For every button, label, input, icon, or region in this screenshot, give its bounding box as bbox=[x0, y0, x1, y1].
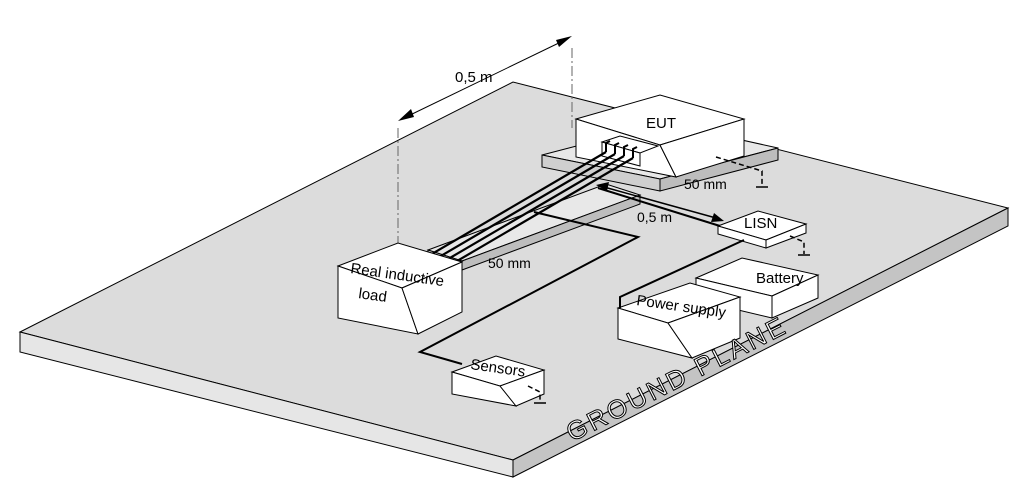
connector-pins bbox=[605, 140, 638, 158]
dimension-arrow-lisn bbox=[596, 182, 724, 222]
eut-box bbox=[574, 94, 746, 178]
lisn-label: LISN bbox=[744, 215, 777, 232]
dimension-arrow-top bbox=[398, 36, 572, 121]
power-cable bbox=[619, 239, 745, 308]
eut-label: EUT bbox=[646, 115, 676, 132]
battery-label: Battery bbox=[756, 270, 804, 287]
lisn-ground-connection bbox=[789, 235, 810, 256]
sensor-cable bbox=[417, 211, 641, 365]
lisn-distance-label: 0,5 m bbox=[637, 209, 672, 225]
dimension-label-top: 0,5 m bbox=[455, 69, 493, 86]
power-supply-box bbox=[616, 282, 742, 359]
lisn-eut-cable bbox=[597, 187, 721, 227]
cable-spacer-height-label: 50 mm bbox=[488, 255, 531, 271]
sensors-ground-connection bbox=[527, 385, 546, 404]
load-label-line2: load bbox=[357, 285, 387, 306]
lisn-box bbox=[716, 210, 808, 249]
eut-spacer-height-label: 50 mm bbox=[684, 176, 727, 192]
load-box bbox=[336, 242, 464, 335]
cable-harness bbox=[424, 151, 634, 265]
dimension-guides bbox=[397, 48, 573, 248]
sensors-box bbox=[450, 355, 546, 407]
ground-plane-side-edge bbox=[512, 207, 1009, 478]
eut-ground-connection bbox=[715, 156, 768, 188]
ground-plane bbox=[18, 81, 1010, 478]
